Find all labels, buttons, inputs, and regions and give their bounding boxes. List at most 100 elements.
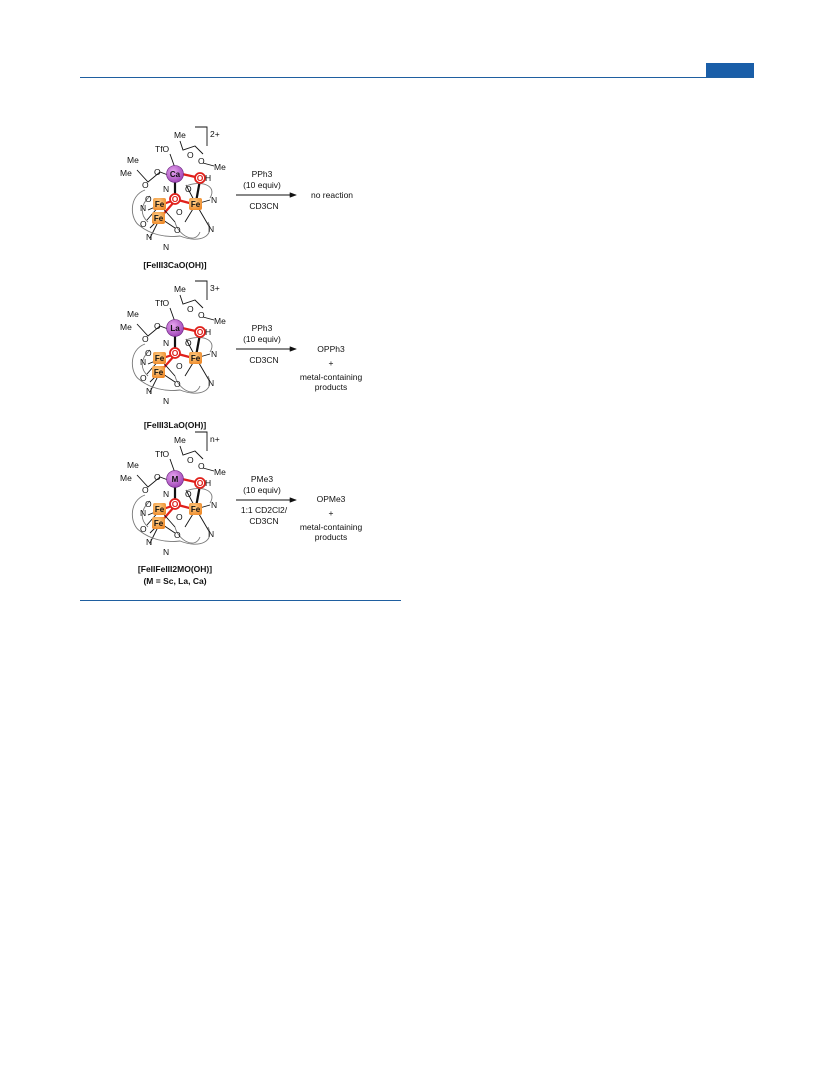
fe-atom-label: Fe — [191, 505, 201, 514]
oxygen-label: O — [142, 334, 149, 344]
oxo-oxygen — [169, 193, 181, 205]
oxygen-label: O — [187, 150, 194, 160]
charge-bracket — [195, 126, 208, 146]
row-1: 2+ Me O O Me TfO Me Me O O — [120, 126, 353, 270]
row-2: 3+ Me O O Me TfO Me Me O O N N O N — [120, 280, 363, 430]
triflate-label: TfO — [155, 144, 170, 154]
nitrogen-label: N — [163, 396, 169, 406]
product-label: no reaction — [311, 190, 353, 200]
reagent-label: PMe3 — [251, 474, 273, 484]
nitrogen-label: N — [146, 537, 152, 547]
nitrogen-label: N — [140, 203, 146, 213]
metal-atom-label: M — [172, 475, 179, 484]
nitrogen-label: N — [211, 500, 217, 510]
oxygen-label: O — [185, 184, 192, 194]
ether-bond — [202, 316, 215, 321]
nitrogen-label: N — [163, 489, 169, 499]
nitrogen-label: N — [163, 242, 169, 252]
triflate-label: TfO — [155, 449, 170, 459]
methyl-label: Me — [120, 473, 132, 483]
fe-atom-label: Fe — [154, 519, 164, 528]
nitrogen-label: N — [146, 232, 152, 242]
ether-bond — [202, 467, 215, 472]
acetate-bonds — [136, 474, 169, 488]
triflate-label: TfO — [155, 298, 170, 308]
charge-bracket — [195, 431, 208, 451]
fe-atom-label: Fe — [154, 368, 164, 377]
oxygen-label: O — [198, 310, 205, 320]
charge-bracket — [195, 280, 208, 300]
methyl-label: Me — [120, 168, 132, 178]
product-label: OPPh3 — [317, 344, 345, 354]
nitrogen-label: N — [211, 195, 217, 205]
oxygen-label: O — [174, 379, 181, 389]
methyl-label: Me — [214, 316, 226, 326]
acetate-bonds — [136, 323, 169, 337]
hydroxo-oxygen — [194, 477, 206, 489]
ether-arm — [179, 140, 204, 155]
fe-atom — [152, 517, 165, 529]
oxygen-label: O — [187, 455, 194, 465]
oxygen-label: O — [174, 225, 181, 235]
acetate-bonds — [136, 169, 169, 183]
reagent-equiv: (10 equiv) — [243, 334, 281, 344]
oxo-label: O — [172, 499, 179, 509]
hydroxo-oxygen — [194, 326, 206, 338]
fe-atom-label: Fe — [191, 200, 201, 209]
methyl-label: Me — [214, 467, 226, 477]
cluster-1: 2+ Me O O Me TfO Me Me O O — [120, 126, 226, 252]
product-plus: + — [329, 508, 334, 518]
scheme-bottom-rule — [80, 600, 401, 601]
product-byproducts: metal-containing — [300, 372, 363, 382]
metal-atom-label: Ca — [170, 170, 181, 179]
methyl-label: Me — [214, 162, 226, 172]
nitrogen-label: N — [211, 349, 217, 359]
methyl-label: Me — [174, 435, 186, 445]
hydroxo-h-label: H — [205, 478, 211, 488]
oxygen-label: O — [185, 489, 192, 499]
nitrogen-label: N — [140, 508, 146, 518]
nitrogen-label: N — [208, 224, 214, 234]
oxygen-label: O — [154, 167, 161, 177]
nitrogen-label: N — [208, 378, 214, 388]
ether-arm — [179, 445, 204, 460]
methyl-label: Me — [127, 309, 139, 319]
nitrogen-label: N — [146, 386, 152, 396]
fe-atom-label: Fe — [155, 354, 165, 363]
hydroxo-o-label: O — [197, 173, 204, 183]
solvent-label: CD3CN — [249, 355, 278, 365]
methyl-label: Me — [127, 155, 139, 165]
hydroxo-o-label: O — [197, 327, 204, 337]
macrocycle — [131, 183, 213, 240]
solvent-label-2: CD3CN — [249, 516, 278, 526]
reagent-label: PPh3 — [252, 169, 273, 179]
metal-atom — [166, 319, 184, 337]
cluster-3: n+ Me O O Me TfO Me Me O O N N O N — [120, 431, 226, 557]
ether-arm — [179, 294, 204, 309]
oxo-oxygen — [169, 498, 181, 510]
fe-atom — [152, 366, 165, 378]
fe-atom-label: Fe — [155, 505, 165, 514]
product-byproducts: metal-containing — [300, 522, 363, 532]
metal-atom — [166, 470, 184, 488]
fe-atom — [189, 352, 202, 364]
oxygen-label: O — [154, 321, 161, 331]
oxygen-label: O — [142, 485, 149, 495]
ether-bond — [202, 162, 215, 167]
oxygen-label: O — [142, 180, 149, 190]
oxo-oxygen — [169, 347, 181, 359]
metal-atom-label: La — [170, 324, 180, 333]
methyl-label: Me — [120, 322, 132, 332]
header-rule — [80, 77, 754, 78]
oxygen-label: O — [176, 361, 183, 371]
cluster-charge: n+ — [210, 434, 220, 444]
fe-atom — [189, 198, 202, 210]
fe-atom — [153, 352, 166, 364]
oxygen-label: O — [174, 530, 181, 540]
compound-label: [FeIIFeIII2MO(OH)] — [138, 564, 212, 574]
cluster-charge: 2+ — [210, 129, 220, 139]
oxygen-label: O — [198, 461, 205, 471]
compound-label: [FeIII3LaO(OH)] — [144, 420, 207, 430]
oxygen-label: O — [187, 304, 194, 314]
